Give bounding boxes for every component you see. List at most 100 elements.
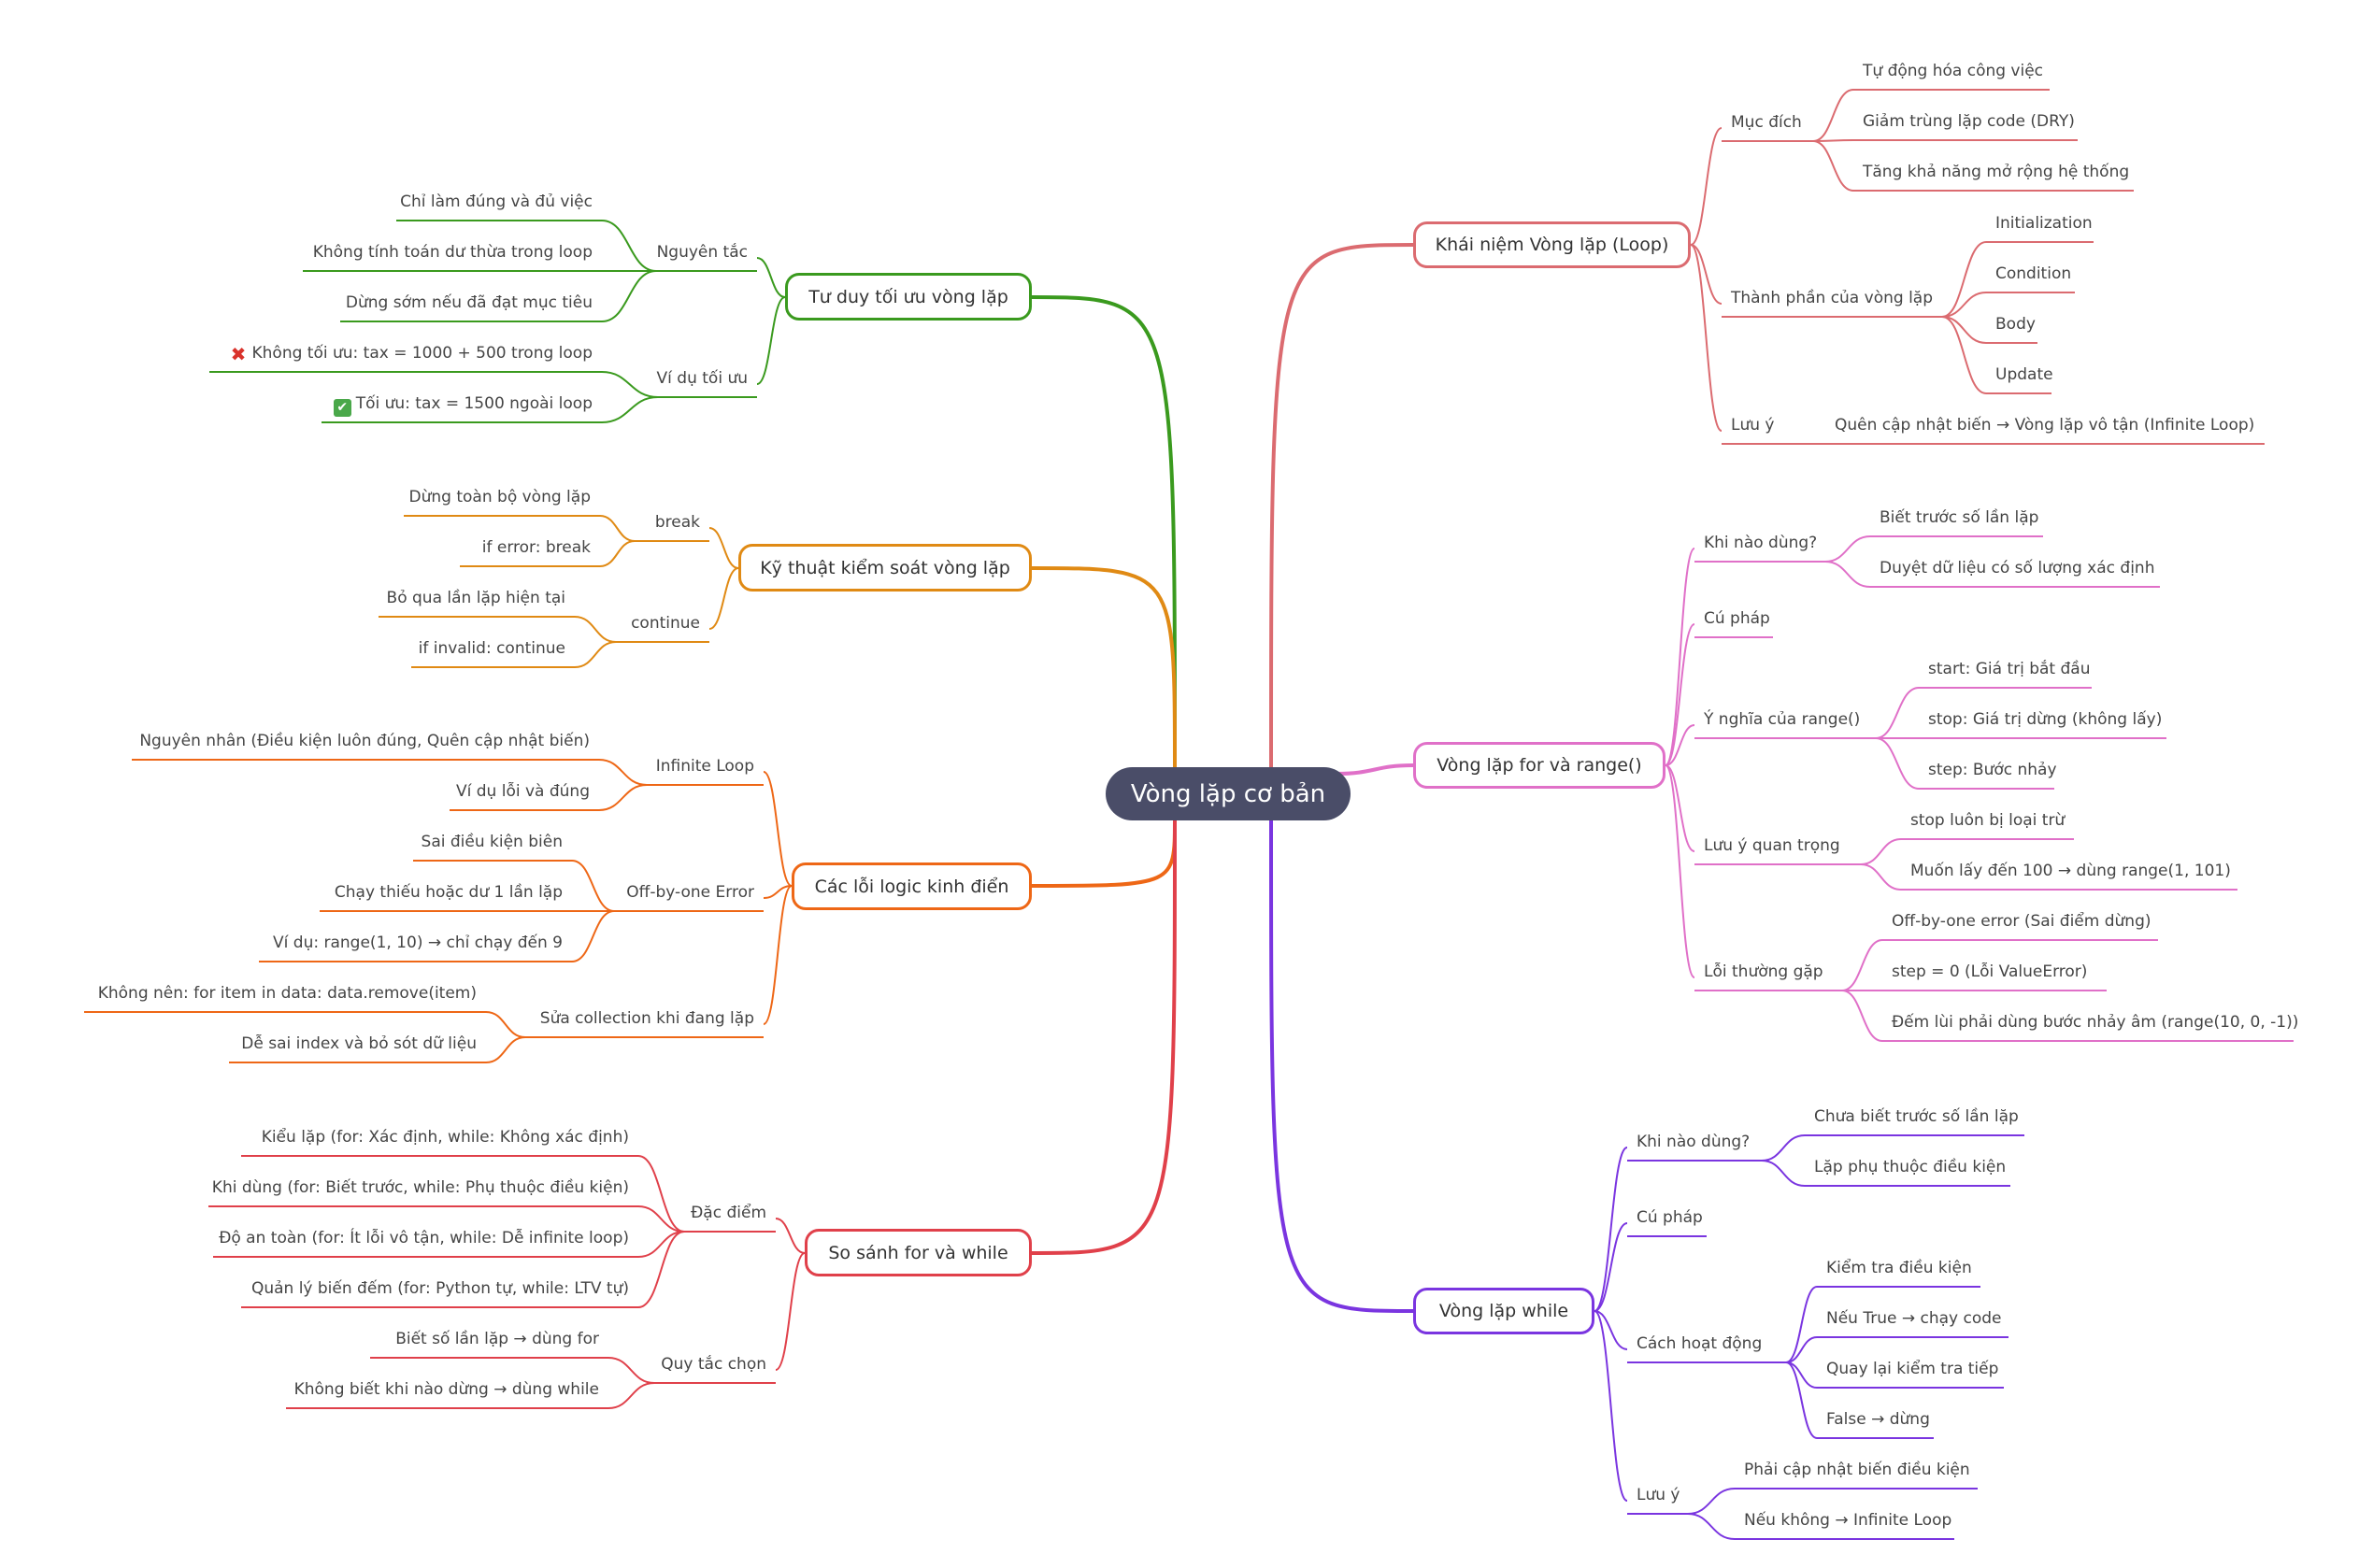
group-label: Infinite Loop bbox=[655, 757, 754, 776]
leaf-label: Kiểu lặp (for: Xác định, while: Không xá… bbox=[261, 1128, 629, 1147]
group-label: break bbox=[654, 513, 700, 532]
connector-line bbox=[1594, 1310, 1628, 1502]
group-label: Khi nào dùng? bbox=[1637, 1133, 1751, 1151]
root-label: Vòng lặp cơ bản bbox=[1130, 779, 1326, 808]
connector-line bbox=[1785, 1361, 1818, 1439]
connector-line bbox=[1812, 89, 1854, 142]
group-label: Lưu ý bbox=[1637, 1486, 1680, 1504]
connector-line bbox=[1761, 1160, 1806, 1187]
connector-line bbox=[637, 1205, 685, 1233]
connector-line bbox=[1665, 548, 1695, 766]
branch-optimize-thinking[interactable]: Tư duy tối ưu vòng lặp bbox=[785, 273, 1032, 321]
leaf-label: Biết số lần lặp → dùng for bbox=[395, 1330, 599, 1348]
connector-line bbox=[1875, 687, 1920, 739]
connector-line bbox=[571, 860, 615, 912]
leaf-label: if error: break bbox=[481, 538, 591, 557]
branch-loop-control[interactable]: Kỹ thuật kiểm soát vòng lặp bbox=[738, 544, 1032, 592]
connector-line bbox=[1594, 1310, 1628, 1350]
connector-line bbox=[574, 641, 617, 668]
leaf-label: Duyệt dữ liệu có số lượng xác định bbox=[1880, 559, 2155, 577]
connector-line bbox=[1665, 764, 1695, 852]
leaf-label: Không biết khi nào dừng → dùng while bbox=[293, 1380, 599, 1399]
leaf-label: Lặp phụ thuộc điều kiện bbox=[1814, 1158, 2007, 1176]
connector-line bbox=[763, 771, 793, 887]
connector-line bbox=[637, 1155, 685, 1233]
leaf-label: Ví dụ: range(1, 10) → chỉ chạy đến 9 bbox=[273, 934, 563, 952]
branch-compare-for-while[interactable]: So sánh for và while bbox=[805, 1229, 1032, 1276]
branch-classic-logic-errors[interactable]: Các lỗi logic kinh điển bbox=[792, 862, 1032, 910]
leaf-label: Nếu True → chạy code bbox=[1826, 1309, 2002, 1328]
leaf-label: Sai điều kiện biên bbox=[421, 833, 563, 851]
leaf-label: Độ an toàn (for: Ít lỗi vô tận, while: D… bbox=[219, 1229, 629, 1247]
group-label: Khi nào dùng? bbox=[1704, 534, 1818, 552]
connector-line bbox=[1824, 561, 1871, 588]
connector-line bbox=[599, 540, 636, 567]
check-mark-icon: ✔ bbox=[333, 399, 351, 417]
group-label: Nguyên tắc bbox=[656, 243, 748, 262]
leaf-label: Dễ sai index và bỏ sót dữ liệu bbox=[241, 1034, 477, 1053]
group-label: Cú pháp bbox=[1704, 609, 1770, 628]
root-connector bbox=[1269, 243, 1414, 769]
cross-mark-icon: ✖ bbox=[230, 343, 247, 365]
connector-line bbox=[1875, 737, 1920, 790]
group-label: Off-by-one Error bbox=[626, 883, 754, 902]
connector-line bbox=[1841, 939, 1883, 991]
branch-loop-concept[interactable]: Khái niệm Vòng lặp (Loop) bbox=[1413, 221, 1691, 268]
leaf-label: Phải cập nhật biến điều kiện bbox=[1744, 1461, 1970, 1479]
leaf-label: Off-by-one error (Sai điểm dừng) bbox=[1892, 912, 2151, 931]
leaf-text: Không tối ưu: tax = 1000 + 500 trong loo… bbox=[251, 344, 593, 363]
leaf-label: stop luôn bị loại trừ bbox=[1910, 811, 2066, 830]
connector-line bbox=[1690, 127, 1723, 246]
connector-line bbox=[1941, 241, 1987, 318]
leaf-label: Nguyên nhân (Điều kiện luôn đúng, Quên c… bbox=[139, 732, 590, 750]
connector-line bbox=[485, 1011, 526, 1038]
leaf-label: Muốn lấy đến 100 → dùng range(1, 101) bbox=[1910, 862, 2231, 880]
leaf-label: Dừng toàn bộ vòng lặp bbox=[408, 488, 591, 506]
connector-line bbox=[601, 371, 659, 398]
leaf-label: Chỉ làm đúng và đủ việc bbox=[400, 192, 593, 211]
leaf-label: False → dừng bbox=[1826, 1410, 1930, 1429]
leaf-label: step = 0 (Lỗi ValueError) bbox=[1892, 962, 2088, 981]
leaf-label: start: Giá trị bắt đầu bbox=[1928, 660, 2091, 678]
connector-line bbox=[1860, 863, 1902, 891]
group-label: Cách hoạt động bbox=[1637, 1334, 1763, 1353]
group-label: Lưu ý quan trọng bbox=[1704, 836, 1840, 855]
connector-line bbox=[1860, 838, 1902, 865]
leaf-label: stop: Giá trị dừng (không lấy) bbox=[1928, 710, 2163, 729]
branch-label: Vòng lặp while bbox=[1438, 1301, 1569, 1321]
leaf-label: Quên cập nhật biến → Vòng lặp vô tận (In… bbox=[1835, 416, 2255, 435]
group-label: Ý nghĩa của range() bbox=[1704, 710, 1861, 729]
connector-line bbox=[598, 759, 648, 786]
leaf-label: Bỏ qua lần lặp hiện tại bbox=[386, 589, 565, 607]
connector-line bbox=[608, 1382, 655, 1409]
connector-line bbox=[485, 1036, 526, 1063]
branch-while-loop[interactable]: Vòng lặp while bbox=[1413, 1288, 1594, 1334]
root-connector bbox=[1269, 819, 1414, 1313]
connector-line bbox=[1824, 535, 1871, 563]
connector-line bbox=[756, 296, 786, 385]
connector-line bbox=[708, 567, 739, 630]
leaf-label: Tự động hóa công việc bbox=[1863, 62, 2044, 80]
leaf-label: Biết trước số lần lặp bbox=[1880, 508, 2039, 527]
connector-line bbox=[571, 910, 615, 962]
group-label: Quy tắc chọn bbox=[661, 1355, 766, 1374]
leaf-label: Khi dùng (for: Biết trước, while: Phụ th… bbox=[211, 1178, 629, 1197]
connector-line bbox=[763, 885, 793, 899]
group-label: continue bbox=[631, 614, 700, 633]
connector-line bbox=[599, 515, 636, 542]
branch-for-range[interactable]: Vòng lặp for và range() bbox=[1413, 742, 1665, 789]
root-node[interactable]: Vòng lặp cơ bản bbox=[1106, 767, 1351, 820]
connector-line bbox=[1594, 1147, 1628, 1312]
leaf-label: Ví dụ lỗi và đúng bbox=[456, 782, 590, 801]
leaf-text: Tối ưu: tax = 1500 ngoài loop bbox=[355, 394, 593, 413]
leaf-label: Body bbox=[1995, 315, 2036, 334]
connector-line bbox=[1785, 1336, 1818, 1363]
leaf-label: Chạy thiếu hoặc dư 1 lần lặp bbox=[334, 883, 563, 902]
connector-line bbox=[598, 784, 648, 811]
leaf-label: if invalid: continue bbox=[418, 639, 565, 658]
connector-line bbox=[1841, 990, 1883, 1042]
connector-line bbox=[775, 1252, 806, 1371]
group-label: Thành phần của vòng lặp bbox=[1731, 289, 1933, 307]
